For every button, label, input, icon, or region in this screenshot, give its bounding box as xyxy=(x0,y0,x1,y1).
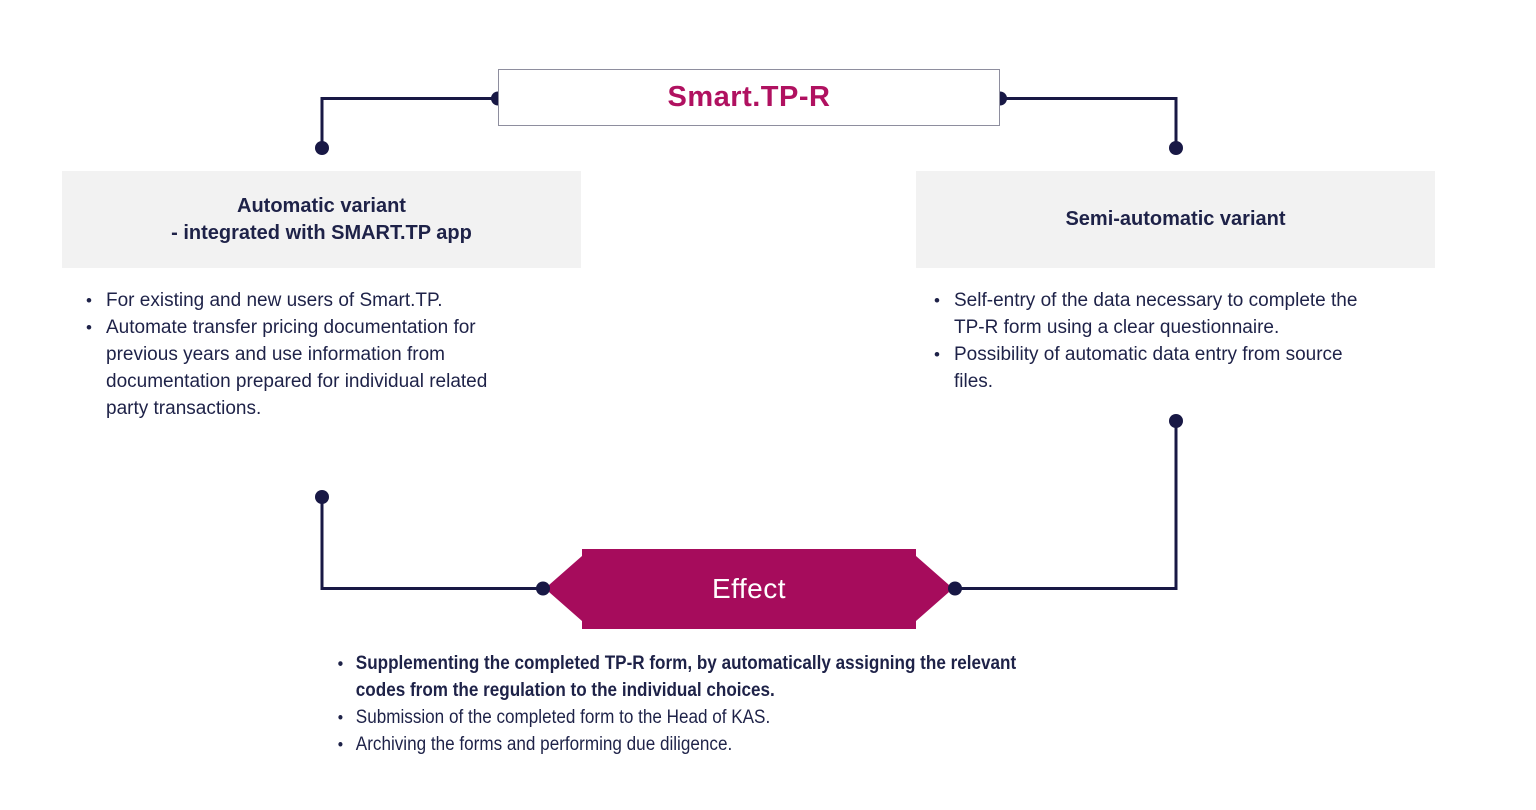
list-item: Supplementing the completed TP-R form, b… xyxy=(336,650,1200,704)
list-item: For existing and new users of Smart.TP. xyxy=(84,287,584,314)
list-item: Self-entry of the data necessary to comp… xyxy=(932,287,1452,341)
semi-automatic-variant-list: Self-entry of the data necessary to comp… xyxy=(932,287,1452,395)
title-box: Smart.TP-R xyxy=(498,69,1000,126)
list-item: Possibility of automatic data entry from… xyxy=(932,341,1452,395)
automatic-variant-heading: Automatic variant - integrated with SMAR… xyxy=(171,194,472,244)
list-item: Automate transfer pricing documentation … xyxy=(84,314,584,422)
connector-dot xyxy=(536,581,550,596)
list-item: Archiving the forms and performing due d… xyxy=(336,731,1200,758)
connector-bottom-left xyxy=(320,497,545,590)
list-item: Submission of the completed form to the … xyxy=(336,704,1200,731)
connector-dot xyxy=(315,490,329,504)
connector-dot xyxy=(315,141,329,155)
connector-dot xyxy=(948,581,962,596)
connector-bottom-right xyxy=(955,421,1178,590)
connector-top-right xyxy=(1000,97,1178,148)
effect-list: Supplementing the completed TP-R form, b… xyxy=(336,650,1200,758)
connector-dot xyxy=(1169,414,1183,428)
connector-dot xyxy=(1169,141,1183,155)
connector-top-left xyxy=(320,97,498,148)
automatic-variant-list: For existing and new users of Smart.TP. … xyxy=(84,287,584,422)
automatic-variant-box: Automatic variant - integrated with SMAR… xyxy=(62,171,581,268)
semi-automatic-variant-heading: Semi-automatic variant xyxy=(1065,208,1286,230)
effect-label: Effect xyxy=(711,573,787,604)
diagram-title: Smart.TP-R xyxy=(667,81,831,113)
effect-hexagon-shape xyxy=(545,549,953,629)
semi-automatic-variant-box: Semi-automatic variant xyxy=(916,171,1435,268)
